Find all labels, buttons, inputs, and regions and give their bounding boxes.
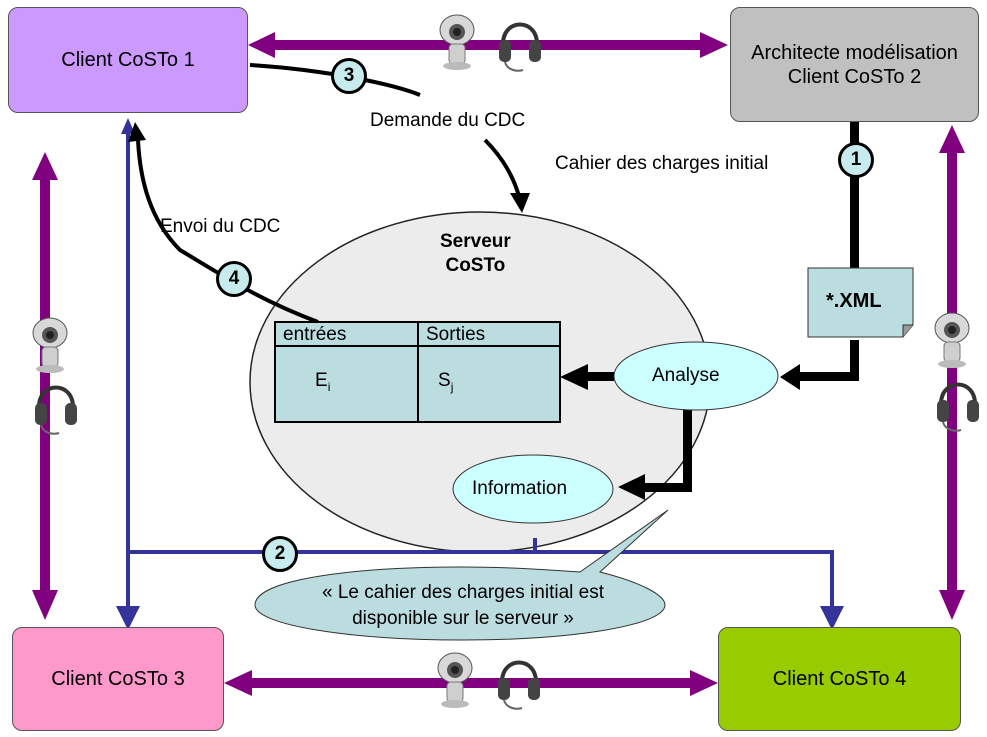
arrowhead-demande bbox=[510, 193, 530, 213]
table-cell-ei: Ei bbox=[315, 370, 330, 394]
table-cell-sj-letter: S bbox=[438, 370, 451, 391]
purple-arrow-right bbox=[939, 125, 965, 620]
xml-file-shape bbox=[807, 267, 914, 338]
table-cell-ei-sub: i bbox=[327, 379, 331, 394]
headset-icon bbox=[499, 22, 541, 72]
client-costo-4-label: Client CoSTo 4 bbox=[772, 668, 907, 690]
client-costo-3-box: Client CoSTo 3 bbox=[12, 627, 224, 731]
arrow-analyse-table bbox=[560, 364, 614, 390]
headset-icon bbox=[498, 660, 540, 710]
curve-demande-lower bbox=[483, 138, 522, 201]
callout-line-1: « Le cahier des charges initial est bbox=[322, 582, 604, 603]
client-costo-2-label: Client CoSTo 2 bbox=[787, 65, 922, 88]
label-cahier-initial: Cahier des charges initial bbox=[555, 153, 769, 174]
client-costo-2-box: Architecte modélisation Client CoSTo 2 bbox=[730, 7, 979, 122]
callout-bubble bbox=[254, 509, 669, 641]
client-costo-3-label: Client CoSTo 3 bbox=[51, 668, 185, 690]
blue-arrowhead-c1 bbox=[121, 118, 135, 134]
arrowhead-envoi bbox=[128, 122, 146, 142]
webcam-icon bbox=[439, 14, 475, 70]
server-title-line1: Serveur bbox=[440, 231, 511, 252]
headset-icon bbox=[937, 382, 979, 432]
purple-arrow-top bbox=[248, 32, 728, 58]
table-header-sorties: Sorties bbox=[426, 324, 486, 345]
analyse-ellipse bbox=[613, 341, 779, 411]
io-table bbox=[274, 321, 561, 423]
label-demande-cdc: Demande du CDC bbox=[370, 110, 526, 131]
callout-line-2: disponible sur le serveur » bbox=[352, 608, 574, 629]
headset-icon bbox=[35, 385, 77, 435]
callout-text: « Le cahier des charges initial est disp… bbox=[268, 580, 658, 632]
table-cell-ei-letter: E bbox=[315, 370, 328, 391]
webcam-icon bbox=[437, 652, 473, 708]
step-badge-4: 4 bbox=[216, 261, 252, 297]
arrow-xml-analyse bbox=[780, 340, 859, 390]
information-ellipse bbox=[452, 454, 614, 524]
client-costo-1-box: Client CoSTo 1 bbox=[8, 7, 248, 113]
xml-file-label: *.XML bbox=[826, 290, 882, 312]
purple-arrow-left bbox=[32, 152, 58, 620]
step-badge-2: 2 bbox=[262, 536, 298, 572]
server-title-line2: CoSTo bbox=[445, 255, 506, 276]
table-header-entrees: entrées bbox=[283, 324, 347, 345]
line-cahier bbox=[850, 122, 859, 270]
arrow-analyse-information bbox=[618, 408, 692, 500]
curve-envoi bbox=[136, 139, 319, 324]
table-cell-sj: Sj bbox=[438, 370, 453, 394]
webcam-icon bbox=[32, 317, 68, 373]
step-badge-3: 3 bbox=[331, 58, 367, 94]
purple-arrow-bottom bbox=[224, 670, 718, 696]
analyse-label: Analyse bbox=[652, 365, 720, 386]
label-envoi-cdc: Envoi du CDC bbox=[160, 216, 281, 237]
information-label: Information bbox=[472, 478, 568, 499]
webcam-icon bbox=[934, 312, 970, 368]
step-badge-1: 1 bbox=[838, 142, 874, 178]
server-title: Serveur CoSTo bbox=[440, 230, 511, 278]
client-costo-1-label: Client CoSTo 1 bbox=[61, 49, 195, 71]
table-cell-sj-sub: j bbox=[450, 379, 454, 394]
client-costo-2-role: Architecte modélisation bbox=[751, 41, 958, 64]
client-costo-4-box: Client CoSTo 4 bbox=[718, 627, 961, 731]
blue-notification-lines bbox=[116, 124, 844, 630]
